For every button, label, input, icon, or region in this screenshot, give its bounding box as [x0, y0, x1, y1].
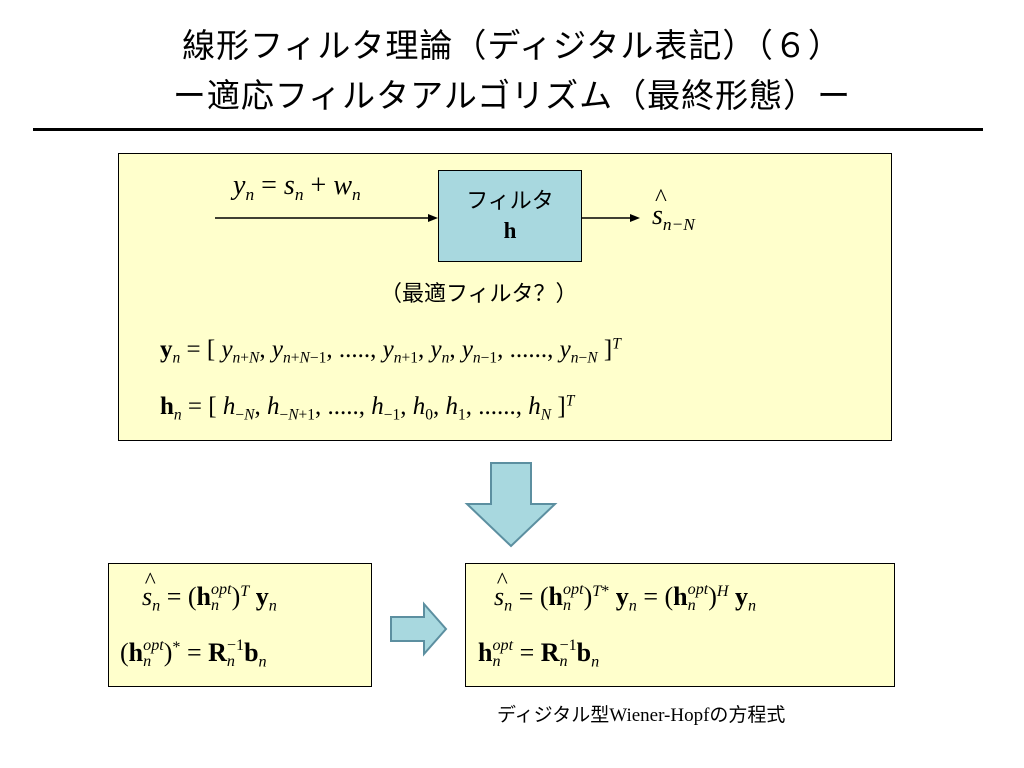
filter-block: フィルタ h [438, 170, 582, 262]
title-underline [33, 128, 983, 131]
wiener-hopf-caption: ディジタル型Wiener-Hopfの方程式 [497, 705, 786, 726]
yn-vector-equation: yn = [ yn+N, yn+N−1, ....., yn+1, yn, yn… [160, 335, 621, 367]
down-arrow [464, 462, 558, 548]
optimal-filter-note: （最適フィルタ？） [380, 282, 578, 307]
slide-title-line2: ー適応フィルタアルゴリズム（最終形態）ー [172, 76, 852, 115]
right-arrow [390, 601, 448, 657]
slide-title-line1: 線形フィルタ理論（ディジタル表記）（６） [182, 26, 842, 65]
wiener-hopf-panel [465, 563, 895, 687]
hn-vector-equation: hn = [ h−N, h−N+1, ....., h−1, h0, h1, .… [160, 392, 575, 424]
filter-symbol: h [503, 218, 517, 243]
input-equation: yn = sn + wn [233, 170, 361, 205]
output-estimate: sn−N [652, 185, 695, 233]
filter-label: フィルタ [466, 189, 554, 214]
